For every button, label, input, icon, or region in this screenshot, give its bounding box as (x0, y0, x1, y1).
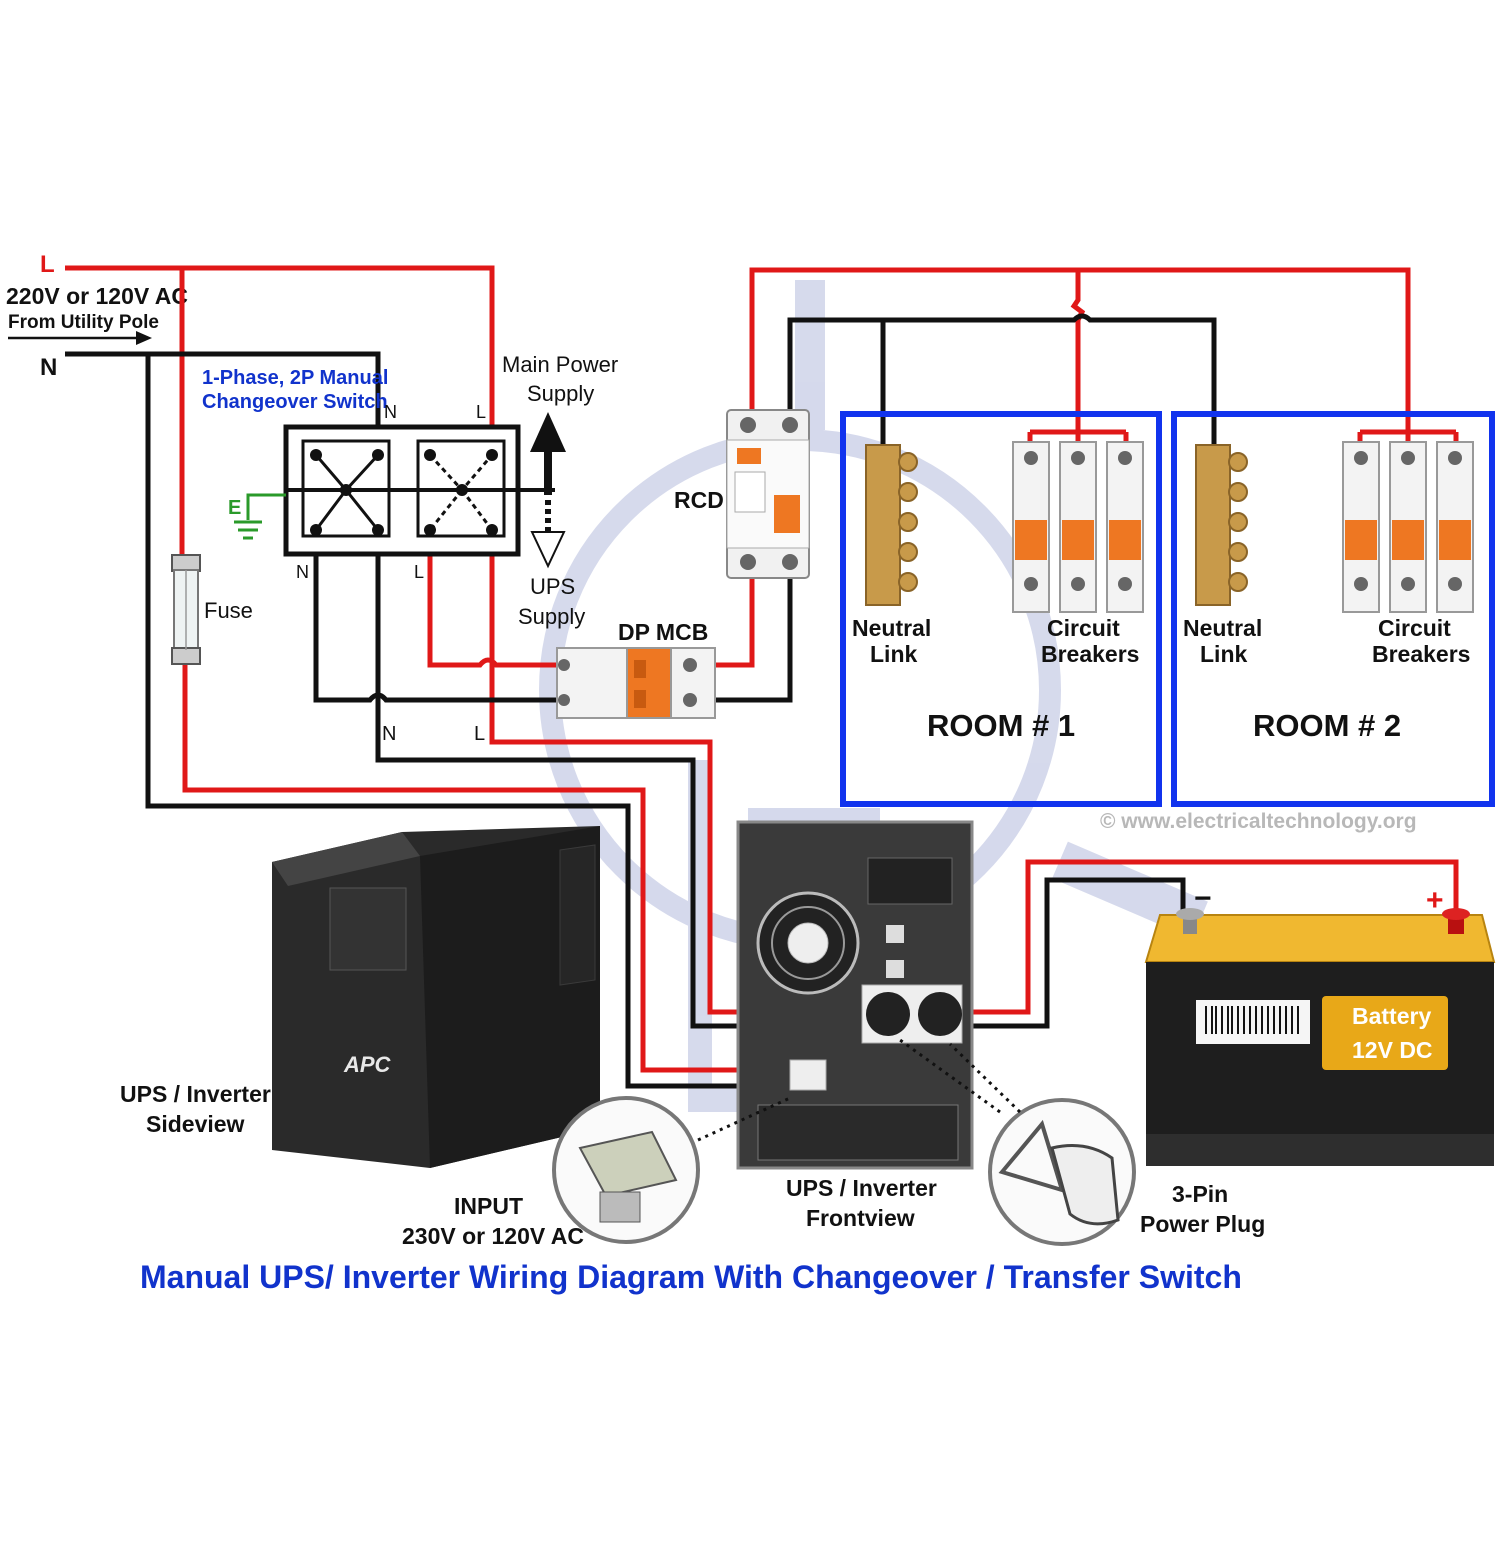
battery-label-1: Battery (1352, 1003, 1431, 1029)
room-1-neutral-label-1: Neutral (852, 615, 931, 641)
ups-frontview (736, 820, 974, 1170)
line-label: L (40, 251, 55, 278)
plug-label-1: 3-Pin (1172, 1181, 1228, 1207)
changeover-bottom-l: L (414, 562, 424, 582)
room-1-breakers-label-2: Breakers (1041, 641, 1139, 667)
battery (1144, 908, 1496, 1166)
ups-wire-l: L (474, 723, 485, 745)
rcd-device[interactable] (726, 409, 810, 579)
ups-wire-n: N (382, 723, 396, 745)
dp-mcb-label: DP MCB (618, 619, 708, 645)
ups-front-label-1: UPS / Inverter (786, 1175, 937, 1201)
room-1-breakers-label-1: Circuit (1047, 615, 1120, 641)
room-2-name: ROOM # 2 (1253, 708, 1401, 743)
room-2-breakers-label-2: Breakers (1372, 641, 1470, 667)
plug-inset (899, 1038, 1136, 1246)
changeover-title-2: Changeover Switch (202, 391, 388, 413)
ups-supply-arrow (530, 500, 566, 569)
main-power-label-1: Main Power (502, 352, 618, 377)
earth-label: E (228, 497, 241, 519)
room-2-breakers-label-1: Circuit (1378, 615, 1451, 641)
input-label-2: 230V or 120V AC (402, 1223, 584, 1249)
battery-pos: + (1426, 884, 1444, 917)
battery-neg: − (1194, 882, 1212, 915)
changeover-top-n: N (384, 402, 397, 422)
copyright: © www.electricaltechnology.org (1100, 810, 1417, 833)
dp-mcb-device[interactable] (556, 647, 716, 719)
room-1-panel (840, 411, 1162, 807)
room-2-circuit-breakers[interactable] (1342, 441, 1474, 613)
ups-supply-label-2: Supply (518, 604, 585, 629)
changeover-bottom-n: N (296, 562, 309, 582)
room-2-panel (1171, 411, 1495, 807)
room-1-name: ROOM # 1 (927, 708, 1075, 743)
apc-logo: APC (343, 1052, 392, 1077)
earth-symbol (234, 493, 286, 540)
ups-sideview (272, 826, 600, 1168)
room-2-neutral-label-1: Neutral (1183, 615, 1262, 641)
ups-side-label-1: UPS / Inverter (120, 1081, 271, 1107)
changeover-switch[interactable] (283, 424, 555, 557)
fuse (171, 554, 201, 665)
fuse-label: Fuse (204, 598, 253, 623)
ups-side-label-2: Sideview (146, 1111, 245, 1137)
ups-supply-label-1: UPS (530, 574, 575, 599)
room-1-circuit-breakers[interactable] (1012, 441, 1144, 613)
from-label: From Utility Pole (8, 312, 159, 333)
ups-front-label-2: Frontview (806, 1205, 915, 1231)
rcd-label: RCD (674, 487, 724, 513)
room-2-neutral-label-2: Link (1200, 641, 1247, 667)
main-power-arrow (530, 412, 566, 495)
voltage-label: 220V or 120V AC (6, 283, 188, 309)
room-1-neutral-label-2: Link (870, 641, 917, 667)
diagram-title: Manual UPS/ Inverter Wiring Diagram With… (140, 1259, 1242, 1295)
source-arrow-head (136, 331, 152, 345)
main-power-label-2: Supply (527, 381, 594, 406)
iec-inlet-inset (552, 1096, 791, 1244)
input-label-1: INPUT (454, 1193, 523, 1219)
room-1-neutral-link (865, 444, 918, 606)
neutral-label: N (40, 354, 57, 381)
room-2-neutral-link (1195, 444, 1248, 606)
changeover-top-l: L (476, 402, 486, 422)
plug-label-2: Power Plug (1140, 1211, 1265, 1237)
battery-label-2: 12V DC (1352, 1037, 1433, 1063)
changeover-title-1: 1-Phase, 2P Manual (202, 367, 388, 389)
